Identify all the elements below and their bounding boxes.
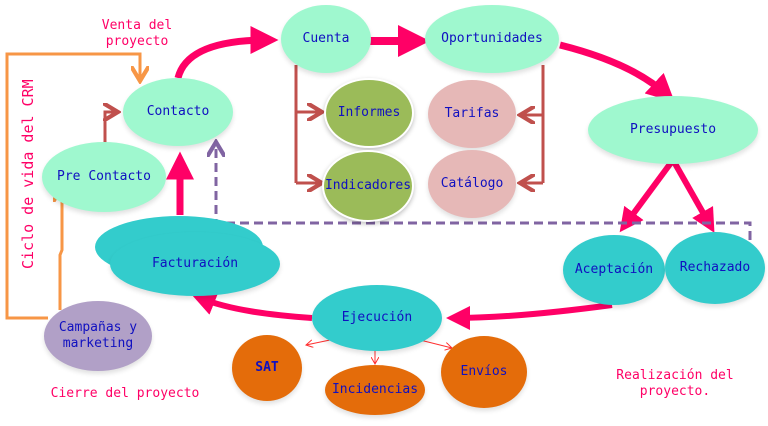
phase-label-cierre: Cierre del proyecto [50, 386, 200, 401]
node-sat[interactable]: SAT [232, 335, 302, 401]
node-informes[interactable]: Informes [324, 78, 414, 148]
ejecucion-to-envios-arrow [419, 339, 452, 348]
phase-label-venta: Venta del proyecto [101, 18, 173, 49]
precontacto-to-contacto-arrow [105, 112, 118, 150]
node-presupuesto[interactable]: Presupuesto [588, 96, 758, 164]
node-contacto[interactable]: Contacto [123, 78, 233, 146]
presupuesto-to-aceptacion-arrow [619, 158, 676, 233]
node-cuenta[interactable]: Cuenta [281, 5, 371, 73]
node-aceptacion[interactable]: Aceptación [563, 235, 665, 305]
marketing-frame-arrow [5, 52, 140, 320]
crm-lifecycle-vertical-title: Ciclo de vida del CRM [19, 79, 37, 269]
rechazado-feedback-arrow [216, 145, 752, 240]
aceptacion-to-ejecucion-arrow [446, 302, 613, 330]
ejecucion-to-sat-arrow [306, 339, 331, 345]
marketing-to-precontacto-arrow [60, 190, 62, 310]
node-tarifas[interactable]: Tarifas [428, 80, 516, 148]
node-indicadores[interactable]: Indicadores [322, 150, 414, 222]
node-rechazado[interactable]: Rechazado [665, 232, 765, 304]
phase-label-realizacion: Realización del proyecto. [616, 368, 734, 399]
node-facturacion[interactable]: Facturación [110, 232, 280, 296]
node-campanas-marketing[interactable]: Campañas y marketing [44, 301, 152, 371]
contacto-to-cuenta-arrow [174, 26, 279, 80]
node-envios[interactable]: Envíos [441, 336, 527, 408]
presupuesto-to-rechazado-arrow [670, 158, 715, 233]
node-pre-contacto[interactable]: Pre Contacto [42, 142, 166, 212]
ejecucion-to-facturacion-arrow [191, 292, 313, 321]
node-oportunidades[interactable]: Oportunidades [425, 5, 559, 73]
oportunidades-to-presupuesto-arrow [559, 41, 675, 103]
node-catalogo[interactable]: Catálogo [428, 150, 516, 218]
node-ejecucion[interactable]: Ejecución [312, 285, 442, 351]
node-incidencias[interactable]: Incidencias [325, 365, 425, 415]
